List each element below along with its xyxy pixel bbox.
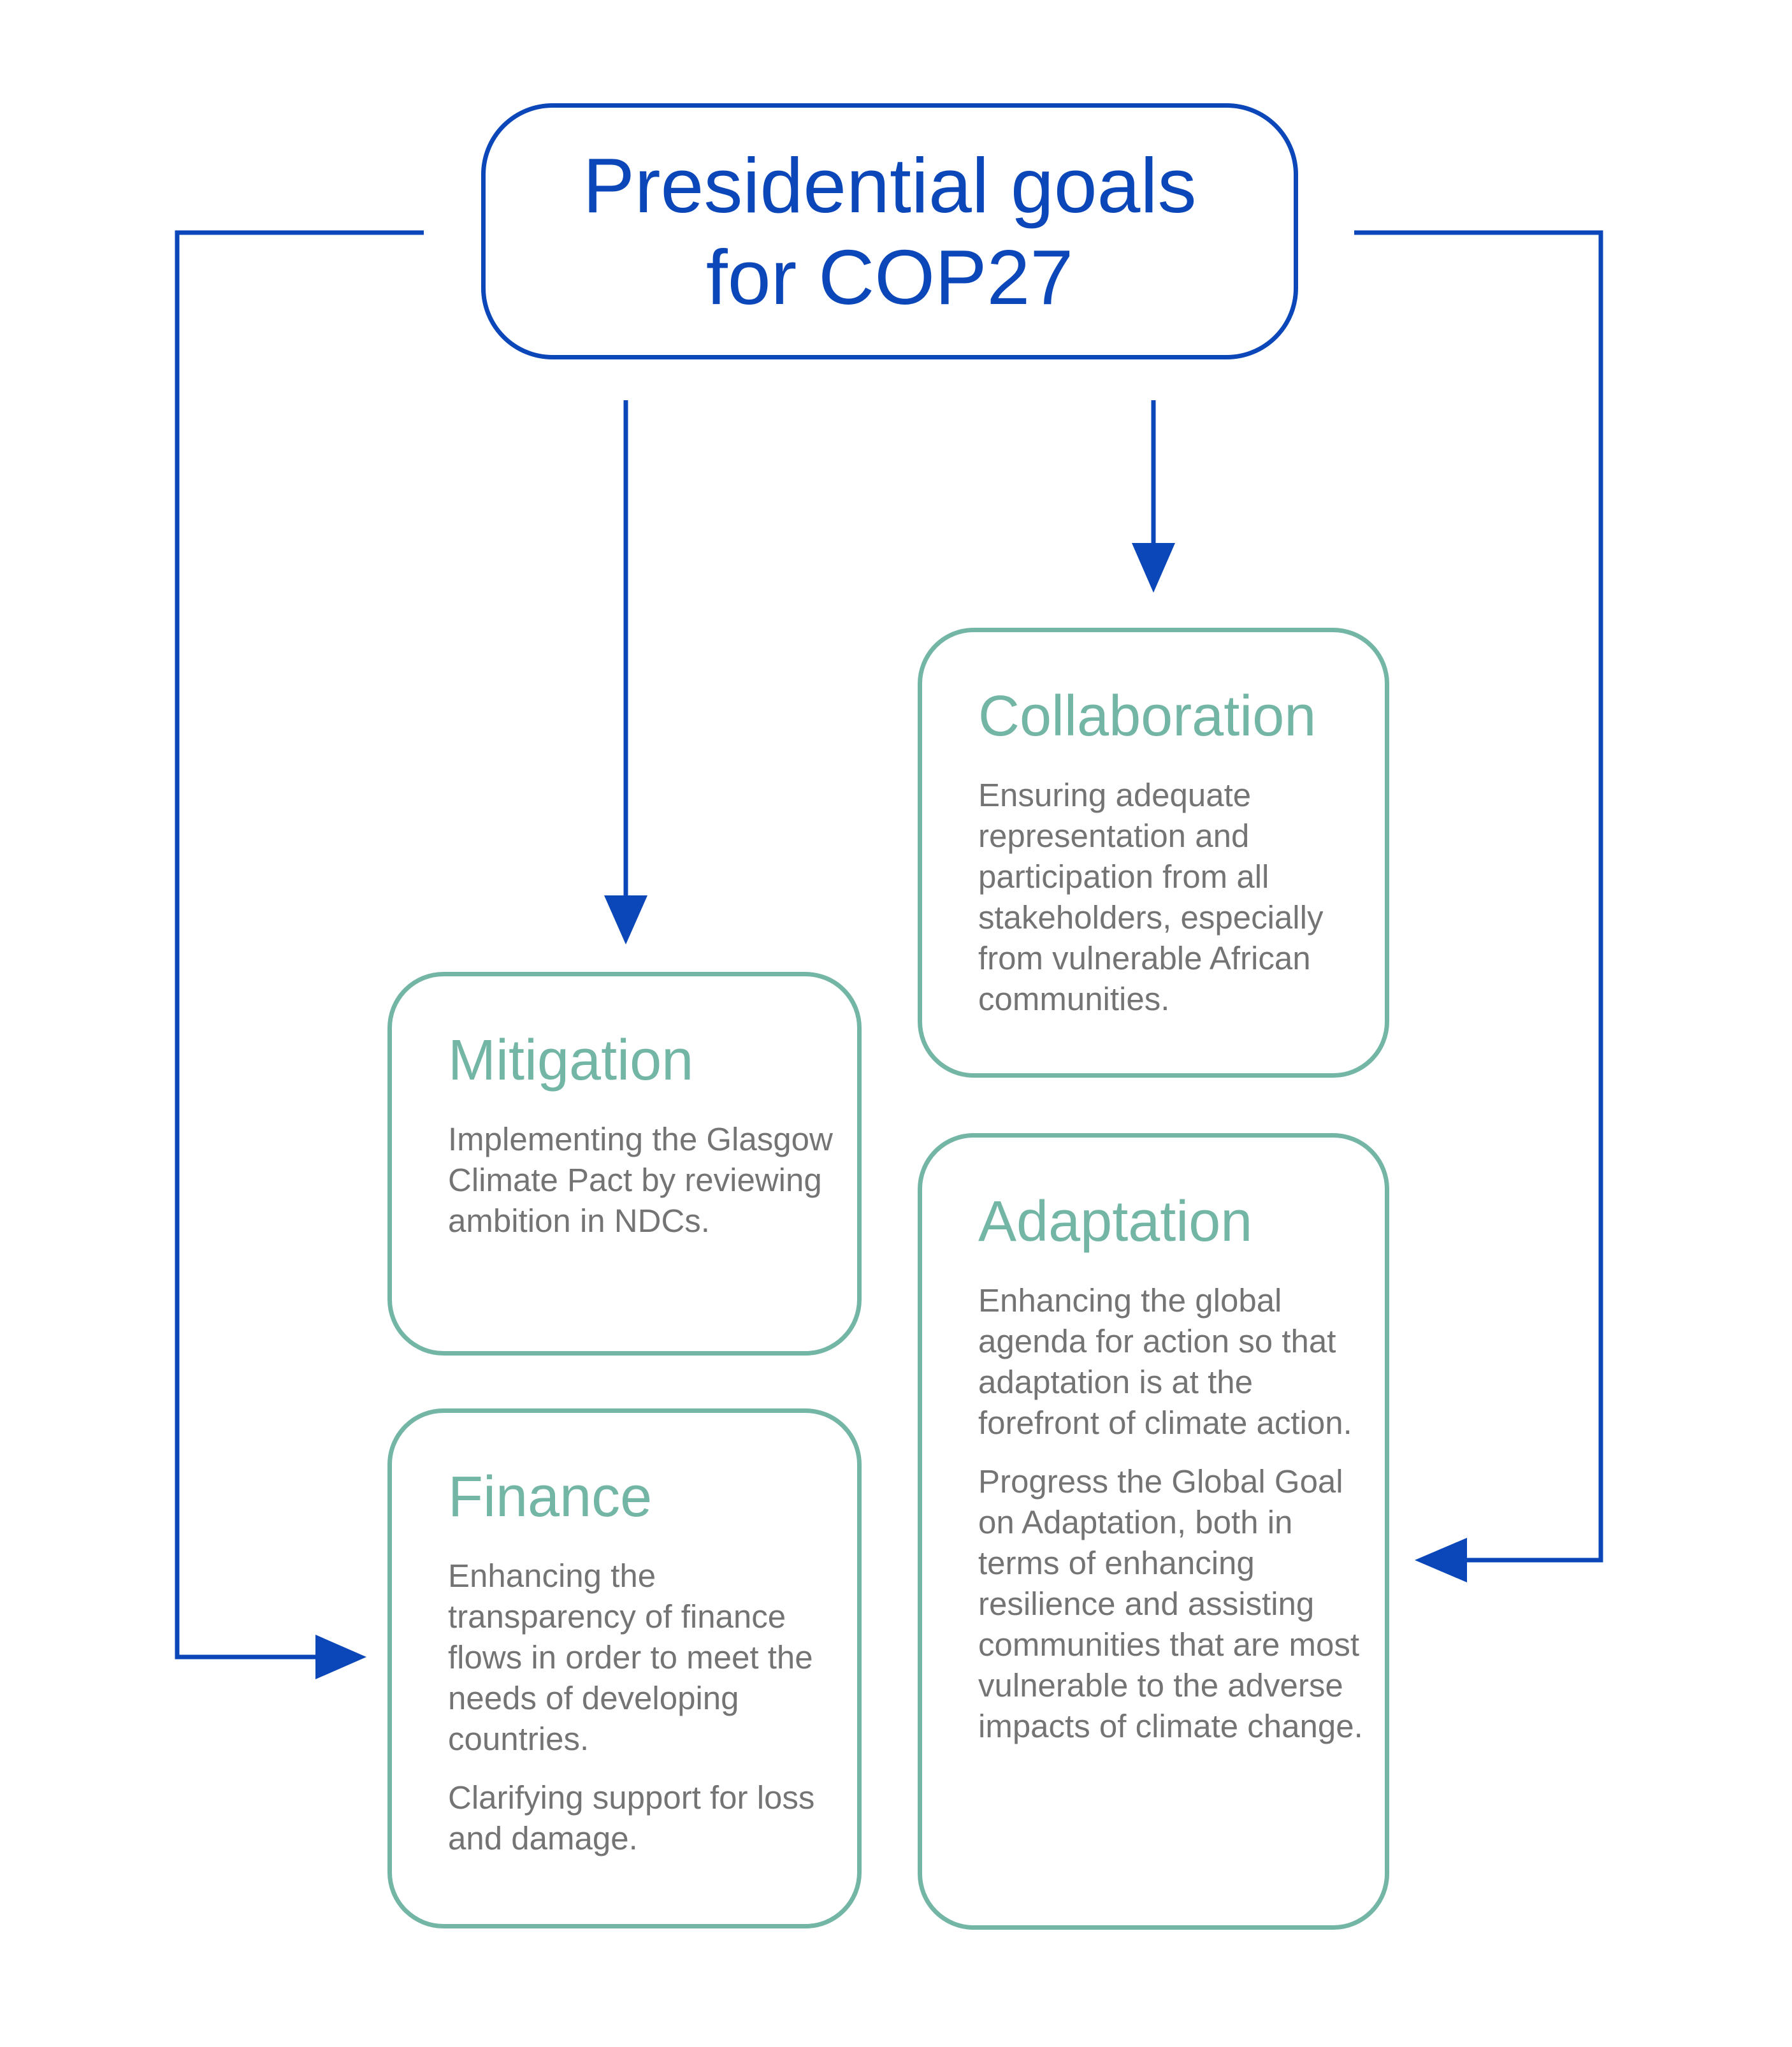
finance-paragraph-1: Enhancing the transparency of finance fl… [448, 1558, 813, 1757]
adaptation-body: Enhancing the global agenda for action s… [978, 1280, 1367, 1765]
diagram-title: Presidential goals for COP27 [582, 142, 1197, 321]
arrowhead-collaboration [1132, 543, 1175, 593]
collaboration-box: Collaboration Ensuring adequate represen… [918, 628, 1389, 1078]
adaptation-heading: Adaptation [978, 1190, 1253, 1254]
arrow-to-finance [175, 230, 424, 1660]
arrow-to-adaptation [1354, 230, 1603, 1563]
finance-paragraph-2: Clarifying support for loss and damage. [448, 1779, 815, 1856]
finance-heading: Finance [448, 1465, 653, 1529]
adaptation-paragraph-1: Enhancing the global agenda for action s… [978, 1282, 1352, 1441]
collaboration-heading: Collaboration [978, 684, 1317, 748]
mitigation-box: Mitigation Implementing the Glasgow Clim… [387, 972, 862, 1356]
finance-body: Enhancing the transparency of finance fl… [448, 1556, 837, 1877]
arrowhead-finance [315, 1635, 366, 1679]
mitigation-paragraph: Implementing the Glasgow Climate Pact by… [448, 1121, 833, 1239]
collaboration-paragraph: Ensuring adequate representation and par… [978, 777, 1324, 1017]
mitigation-heading: Mitigation [448, 1029, 694, 1092]
adaptation-box: Adaptation Enhancing the global agenda f… [918, 1133, 1389, 1930]
title-box: Presidential goals for COP27 [481, 103, 1298, 359]
adaptation-paragraph-2: Progress the Global Goal on Adaptation, … [978, 1463, 1363, 1744]
mitigation-body: Implementing the Glasgow Climate Pact by… [448, 1119, 837, 1259]
collaboration-body: Ensuring adequate representation and par… [978, 775, 1367, 1038]
arrowhead-adaptation [1415, 1538, 1467, 1582]
arrowhead-mitigation [604, 895, 647, 944]
finance-box: Finance Enhancing the transparency of fi… [387, 1408, 862, 1928]
